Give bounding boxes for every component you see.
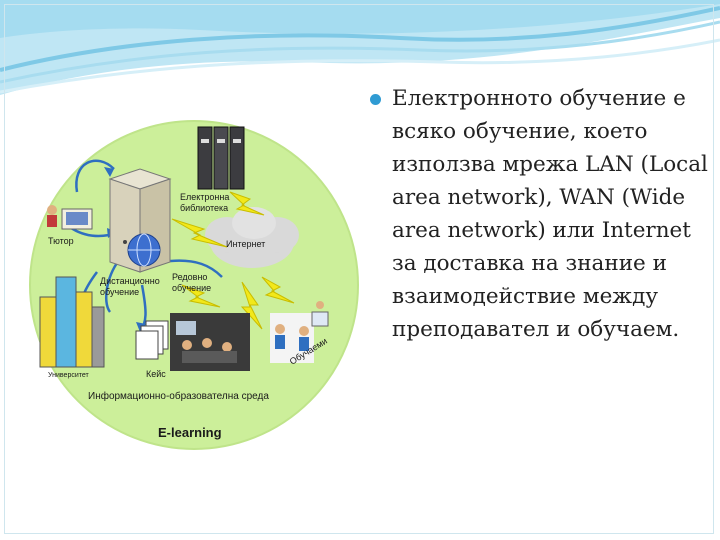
tutor-label: Тютор [48,236,74,246]
content-text-block: Електронното обучение е всяко обучение, … [366,82,710,346]
distance-label-1: Дистанционно [100,276,160,286]
lightning-bolts [171,191,295,330]
regular-label-1: Редовно [172,272,207,282]
case-documents-icon [135,320,169,360]
globe-icon [127,233,161,267]
library-books-icon [197,126,245,190]
classroom-image [170,313,250,371]
distance-label-2: обучение [100,287,139,297]
university-label: Университет [48,372,90,379]
internet-label: Интернет [226,239,265,249]
environment-label: Информационно-образователна среда [88,390,269,402]
bullet-item: Електронното обучение е всяко обучение, … [366,82,710,346]
university-buildings-icon [39,276,105,368]
top-wave-decoration [0,0,720,95]
bullet-text: Електронното обучение е всяко обучение, … [392,86,708,342]
elearning-diagram: Тютор Електронна библиотека Интернет Дис… [22,107,362,457]
learner-desk-icon [311,301,329,327]
slide-frame [4,4,714,534]
students-icon [270,313,314,363]
cases-label: Кейс [146,369,166,379]
internet-cloud-icon [205,207,299,268]
regular-label-2: обучение [172,283,211,293]
e-library-label-2: библиотека [180,203,228,213]
e-library-label-1: Електронна [180,192,229,202]
elearning-label: E-learning [158,425,222,440]
bullet-icon [370,94,381,105]
tutor-icon [47,205,93,230]
